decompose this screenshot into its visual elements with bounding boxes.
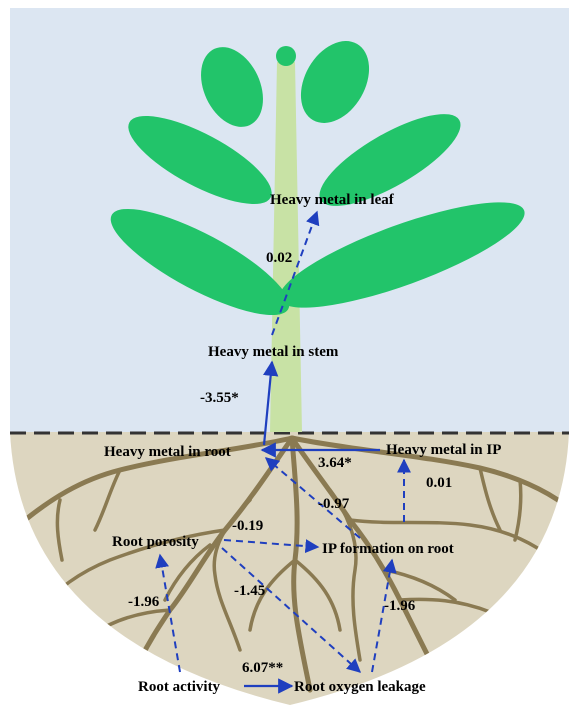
coef-activity-oxygen: 6.07** xyxy=(242,660,283,676)
node-stem-label: Heavy metal in stem xyxy=(208,344,339,360)
coef-ip-root: 3.64* xyxy=(318,455,352,471)
coef-stem-leaf: 0.02 xyxy=(266,250,292,266)
node-porosity-label: Root porosity xyxy=(112,534,199,550)
coef-porosity-oxygen: -1.45 xyxy=(234,583,265,599)
node-ipformation-label: IP formation on root xyxy=(322,541,454,557)
node-oxygen-label: Root oxygen leakage xyxy=(294,679,426,695)
coef-ipformation-root: -0.97 xyxy=(318,496,350,512)
coef-root-stem: -3.55* xyxy=(200,390,239,406)
node-ip-label: Heavy metal in IP xyxy=(386,442,501,458)
coef-activity-porosity: -1.96 xyxy=(128,594,160,610)
node-activity-label: Root activity xyxy=(138,679,221,695)
node-root-label: Heavy metal in root xyxy=(104,444,231,460)
node-leaf-label: Heavy metal in leaf xyxy=(270,192,395,208)
coef-ipformation-ip: 0.01 xyxy=(426,475,452,491)
coef-porosity-ipformation: -0.19 xyxy=(232,518,263,534)
stem-bud xyxy=(276,46,296,66)
coef-oxygen-ipformation: -1.96 xyxy=(384,598,416,614)
